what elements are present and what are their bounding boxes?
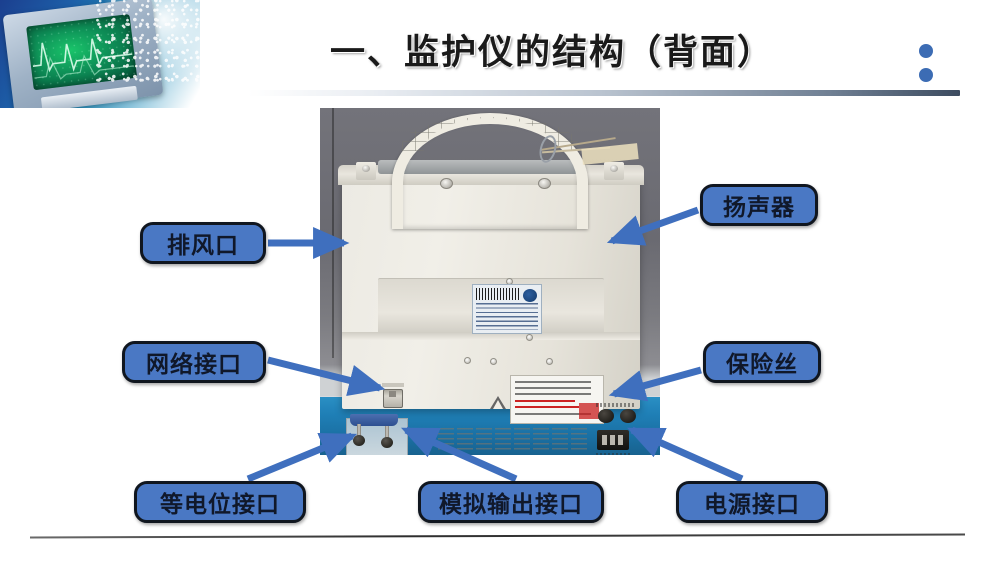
- warn-line-3: [515, 393, 591, 395]
- warning-notice-label: [510, 375, 604, 424]
- warn-line-red-2: [515, 406, 579, 408]
- monitor-rear-panel-photo: [320, 108, 660, 455]
- warn-line-4: [515, 413, 591, 415]
- corner-art-image: [0, 0, 200, 108]
- warning-stamp: [579, 403, 599, 419]
- body-screw-4: [546, 358, 553, 365]
- callout-network-port-label: 网络接口: [146, 351, 242, 377]
- body-screw-2: [464, 357, 471, 364]
- callout-fuse[interactable]: 保险丝: [703, 341, 821, 383]
- page-title: 一、监护仪的结构（背面）: [330, 33, 775, 72]
- bullet-dot-icon-1: [919, 44, 933, 58]
- power-pin-1: [602, 435, 607, 445]
- callout-exhaust-vent-label: 排风口: [167, 232, 239, 258]
- serial-barcode-label: [472, 284, 542, 334]
- callout-speaker-label: 扬声器: [723, 194, 795, 220]
- warn-line-1: [515, 381, 591, 383]
- fuse-label-text: [596, 403, 636, 407]
- callout-equipotential-port-label: 等电位接口: [160, 491, 280, 517]
- handle-mount-right: [604, 162, 624, 180]
- power-inlet-socket: [597, 430, 629, 450]
- callout-power-port[interactable]: 电源接口: [676, 481, 828, 523]
- power-pin-3: [618, 435, 623, 445]
- warn-line-red-1: [515, 400, 575, 402]
- monitor-rear-lip: [342, 332, 640, 340]
- callout-equipotential-port[interactable]: 等电位接口: [134, 481, 306, 523]
- warn-line-2: [515, 387, 591, 389]
- carrying-handle: [392, 113, 616, 229]
- callout-fuse-label: 保险丝: [726, 351, 798, 377]
- footer-divider: [29, 533, 966, 539]
- wall-edge-line: [332, 108, 334, 358]
- lower-ventilation-slots: [438, 428, 588, 450]
- terminal-shaft-2: [385, 426, 389, 440]
- power-pin-2: [610, 435, 615, 445]
- terminal-knob-1: [353, 435, 365, 446]
- callout-speaker[interactable]: 扬声器: [700, 184, 818, 226]
- network-rj45-port: [383, 389, 403, 408]
- header-divider: [248, 90, 960, 96]
- network-port-cap: [382, 383, 404, 387]
- fuse-holder-1: [598, 409, 614, 423]
- equipotential-terminal-1: [353, 424, 365, 446]
- label-text-lines: [476, 303, 538, 330]
- fuse-holder-2: [620, 409, 636, 423]
- callout-exhaust-vent[interactable]: 排风口: [140, 222, 266, 264]
- terminal-shaft-1: [357, 424, 361, 438]
- callout-analog-output-port-label: 模拟输出接口: [439, 491, 583, 517]
- handle-arc: [392, 113, 588, 229]
- manufacturer-logo: [523, 289, 537, 302]
- analog-output-dsub-connector: [350, 414, 398, 426]
- handle-mount-left: [356, 162, 376, 180]
- barcode-stripes: [476, 288, 520, 300]
- callout-analog-output-port[interactable]: 模拟输出接口: [418, 481, 604, 523]
- body-screw-1: [526, 334, 533, 341]
- body-screw-3: [490, 358, 497, 365]
- power-label-text: [596, 453, 632, 455]
- warning-triangle-icon: [490, 396, 506, 409]
- terminal-knob-2: [381, 437, 393, 448]
- corner-art-sparkle: [96, 0, 200, 88]
- callout-power-port-label: 电源接口: [704, 491, 800, 517]
- callout-network-port[interactable]: 网络接口: [122, 341, 266, 383]
- bullet-dot-icon-2: [919, 68, 933, 82]
- equipotential-terminal-2: [381, 426, 393, 448]
